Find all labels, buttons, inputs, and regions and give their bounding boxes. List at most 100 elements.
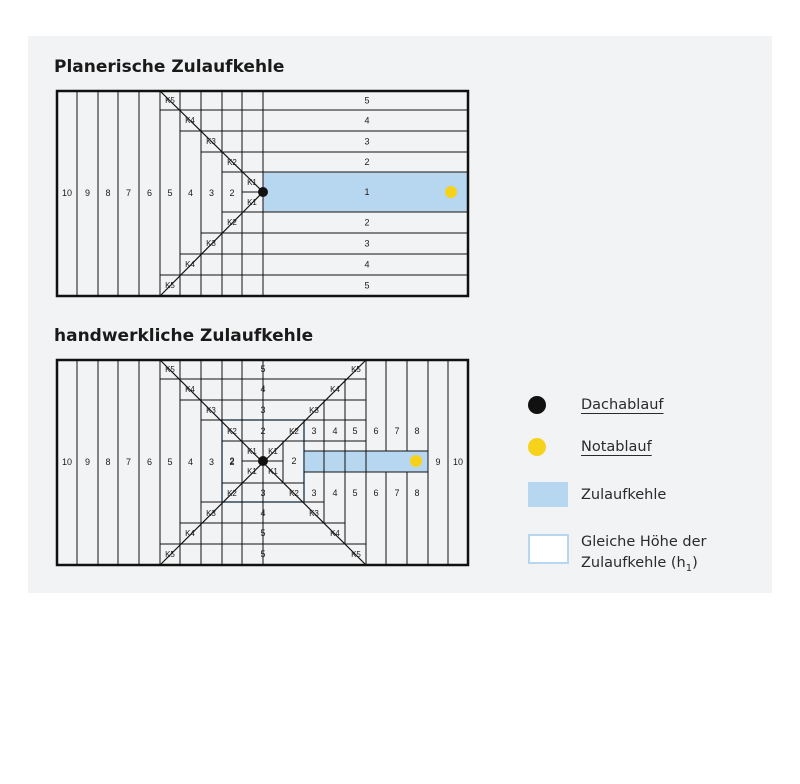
k-label: K2 <box>227 218 237 227</box>
k-label: K3 <box>309 509 319 518</box>
strip-label: 5 <box>167 188 172 198</box>
row-label: 3 <box>364 239 369 249</box>
strip-label: 9 <box>85 188 90 198</box>
drain-dot <box>258 456 268 466</box>
legend-gleiche-sub: 1 <box>685 562 693 574</box>
legend-label-notablauf: Notablauf <box>581 439 652 455</box>
strip-label: 10 <box>62 457 72 467</box>
row-label: 2 <box>291 456 296 466</box>
strip-label: 7 <box>394 426 399 436</box>
row-label: 5 <box>364 96 369 106</box>
row-label: 2 <box>260 426 265 436</box>
k-label: K5 <box>165 550 175 559</box>
strip-label: 8 <box>414 488 419 498</box>
k-label: K5 <box>165 281 175 290</box>
strip-label: 10 <box>62 188 72 198</box>
k-label: K2 <box>289 427 299 436</box>
row-label: 2 <box>229 456 234 466</box>
strip-label: 3 <box>311 488 316 498</box>
k-label: K1 <box>268 447 278 456</box>
legend-equal-height-swatch <box>528 534 569 564</box>
strip-label: 9 <box>435 457 440 467</box>
k-label: K5 <box>165 96 175 105</box>
emergency-drain-dot <box>445 186 457 198</box>
k-label: K4 <box>185 529 195 538</box>
k-label: K1 <box>247 178 257 187</box>
emergency-drain-dot <box>410 455 422 467</box>
row-label: 2 <box>364 218 369 228</box>
strip-label: 7 <box>126 457 131 467</box>
diagram-title-planerisch: Planerische Zulaufkehle <box>54 57 285 77</box>
strip-label: 6 <box>147 457 152 467</box>
row-label: 1 <box>364 187 369 197</box>
row-label: 5 <box>364 281 369 291</box>
k-label: K4 <box>330 529 340 538</box>
k-label: K3 <box>206 137 216 146</box>
drain-dot <box>258 187 268 197</box>
row-label: 5 <box>260 549 265 559</box>
strip-label: 4 <box>332 426 337 436</box>
row-label: 4 <box>260 508 265 518</box>
strip-label: 4 <box>332 488 337 498</box>
channel-fill <box>262 171 469 213</box>
k-label: K5 <box>351 365 361 374</box>
row-label: 4 <box>260 384 265 394</box>
row-label: 3 <box>364 137 369 147</box>
diagonal-line <box>159 191 264 297</box>
strip-label: 5 <box>352 426 357 436</box>
strip-label: 7 <box>126 188 131 198</box>
legend-label-gleiche-hoehe: Gleiche Höhe der Zulaufkehle (h1) <box>581 532 707 579</box>
strip-label: 6 <box>373 488 378 498</box>
k-label: K2 <box>227 489 237 498</box>
k-label: K5 <box>165 365 175 374</box>
strip-label: 8 <box>105 457 110 467</box>
row-label: 4 <box>364 116 369 126</box>
k-label: K2 <box>289 489 299 498</box>
legend-gleiche-line2: Zulaufkehle (h <box>581 555 686 571</box>
legend-emergency-drain-symbol <box>528 438 546 456</box>
legend-drain-symbol <box>528 396 546 414</box>
strip-label: 2 <box>229 457 234 467</box>
strip-label: 6 <box>373 426 378 436</box>
k-label: K3 <box>309 406 319 415</box>
legend-gleiche-close: ) <box>692 555 698 571</box>
strip-label: 6 <box>147 188 152 198</box>
k-label: K4 <box>185 385 195 394</box>
strip-label: 9 <box>85 457 90 467</box>
strip-label: 10 <box>453 457 463 467</box>
k-label: K1 <box>268 467 278 476</box>
strip-label: 8 <box>414 426 419 436</box>
strip-label: 2 <box>229 188 234 198</box>
k-label: K2 <box>227 427 237 436</box>
strip-label: 4 <box>188 457 193 467</box>
k-label: K4 <box>185 260 195 269</box>
k-label: K1 <box>247 447 257 456</box>
figure-panel <box>28 36 772 593</box>
strip-label: 4 <box>188 188 193 198</box>
k-label: K1 <box>247 198 257 207</box>
k-label: K3 <box>206 239 216 248</box>
strip-label: 3 <box>209 457 214 467</box>
k-label: K3 <box>206 406 216 415</box>
k-label: K4 <box>185 116 195 125</box>
row-label: 4 <box>364 260 369 270</box>
strip-label: 5 <box>167 457 172 467</box>
legend-channel-swatch <box>528 482 568 507</box>
legend-gleiche-line1: Gleiche Höhe der <box>581 534 707 550</box>
strip-label: 7 <box>394 488 399 498</box>
row-label: 3 <box>260 488 265 498</box>
diagonal-line <box>159 90 264 193</box>
k-label: K5 <box>351 550 361 559</box>
strip-label: 8 <box>105 188 110 198</box>
row-label: 3 <box>260 405 265 415</box>
strip-label: 5 <box>352 488 357 498</box>
row-label: 5 <box>260 528 265 538</box>
k-label: K3 <box>206 509 216 518</box>
row-label: 2 <box>364 157 369 167</box>
row-label: 5 <box>260 364 265 374</box>
legend-label-dachablauf: Dachablauf <box>581 397 664 413</box>
k-label: K4 <box>330 385 340 394</box>
k-label: K1 <box>247 467 257 476</box>
